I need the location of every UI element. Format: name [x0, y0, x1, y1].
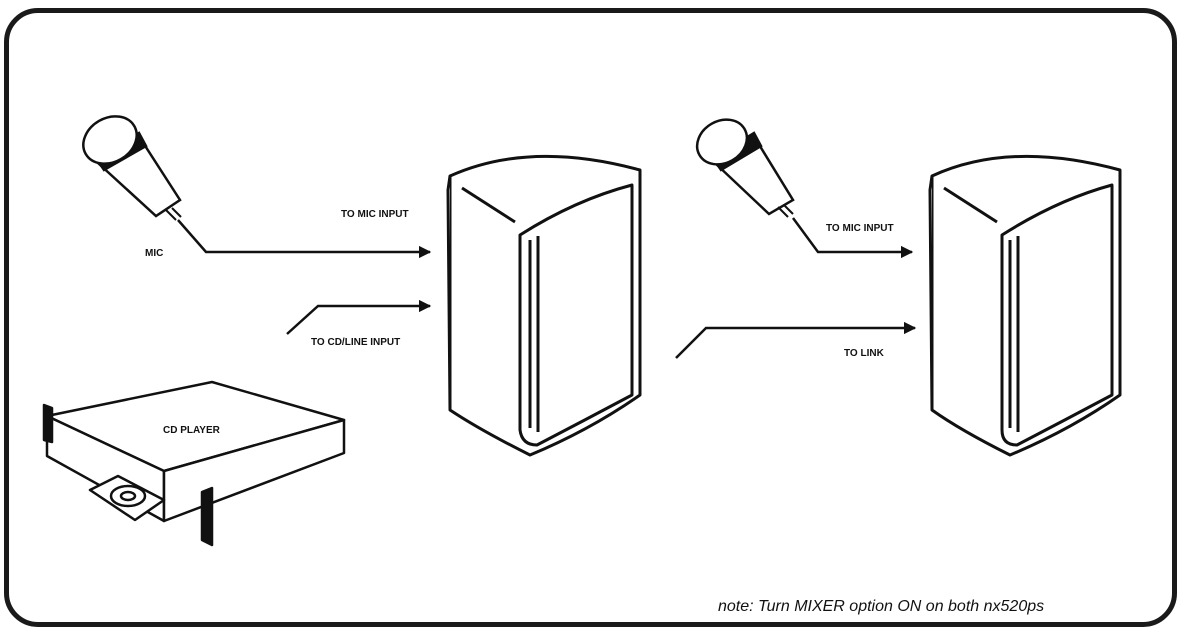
- speaker-right-icon: [928, 154, 1122, 457]
- to-mic-input-left-label: TO MIC INPUT: [341, 209, 409, 220]
- footer-note: note: Turn MIXER option ON on both nx520…: [718, 598, 1045, 615]
- speaker-left-icon: [446, 154, 642, 457]
- cable-mic-to-right-speaker: [791, 217, 914, 259]
- cd-player-label: CD PLAYER: [163, 425, 220, 436]
- microphone-right-icon: [695, 118, 795, 218]
- mic-label: MIC: [145, 248, 164, 259]
- cd-player-icon: [42, 380, 346, 547]
- to-link-label: TO LINK: [844, 348, 884, 359]
- cable-link-to-right-speaker: [675, 321, 917, 359]
- to-mic-input-right-label: TO MIC INPUT: [826, 223, 894, 234]
- diagram-frame: [4, 8, 1177, 627]
- microphone-left-icon: [82, 115, 182, 221]
- to-cd-line-input-label: TO CD/LINE INPUT: [311, 337, 401, 348]
- cable-cd-to-left-speaker: [286, 299, 432, 335]
- cable-mic-to-left-speaker: [177, 219, 432, 259]
